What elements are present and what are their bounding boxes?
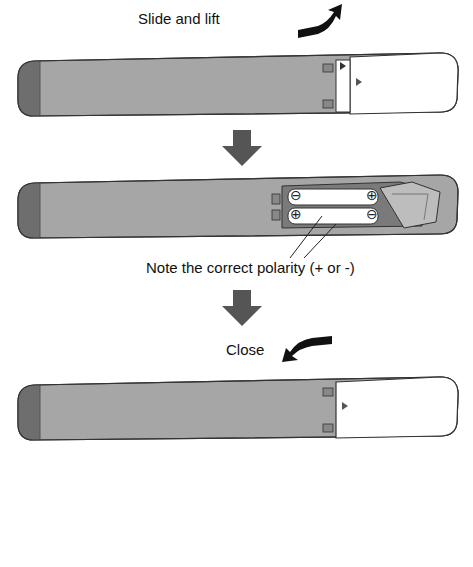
remote xyxy=(10,364,458,454)
polarity-mark: ⊖ xyxy=(290,187,302,203)
remote xyxy=(10,40,458,130)
polarity-mark: ⊕ xyxy=(290,206,302,222)
note-text: Note the correct polarity (+ or -) xyxy=(146,259,355,276)
instruction-text: Slide and lift xyxy=(138,10,220,27)
remote xyxy=(10,162,458,252)
instruction-text: Close xyxy=(226,341,264,358)
polarity-mark: ⊕ xyxy=(366,187,378,203)
polarity-mark: ⊖ xyxy=(366,206,378,222)
